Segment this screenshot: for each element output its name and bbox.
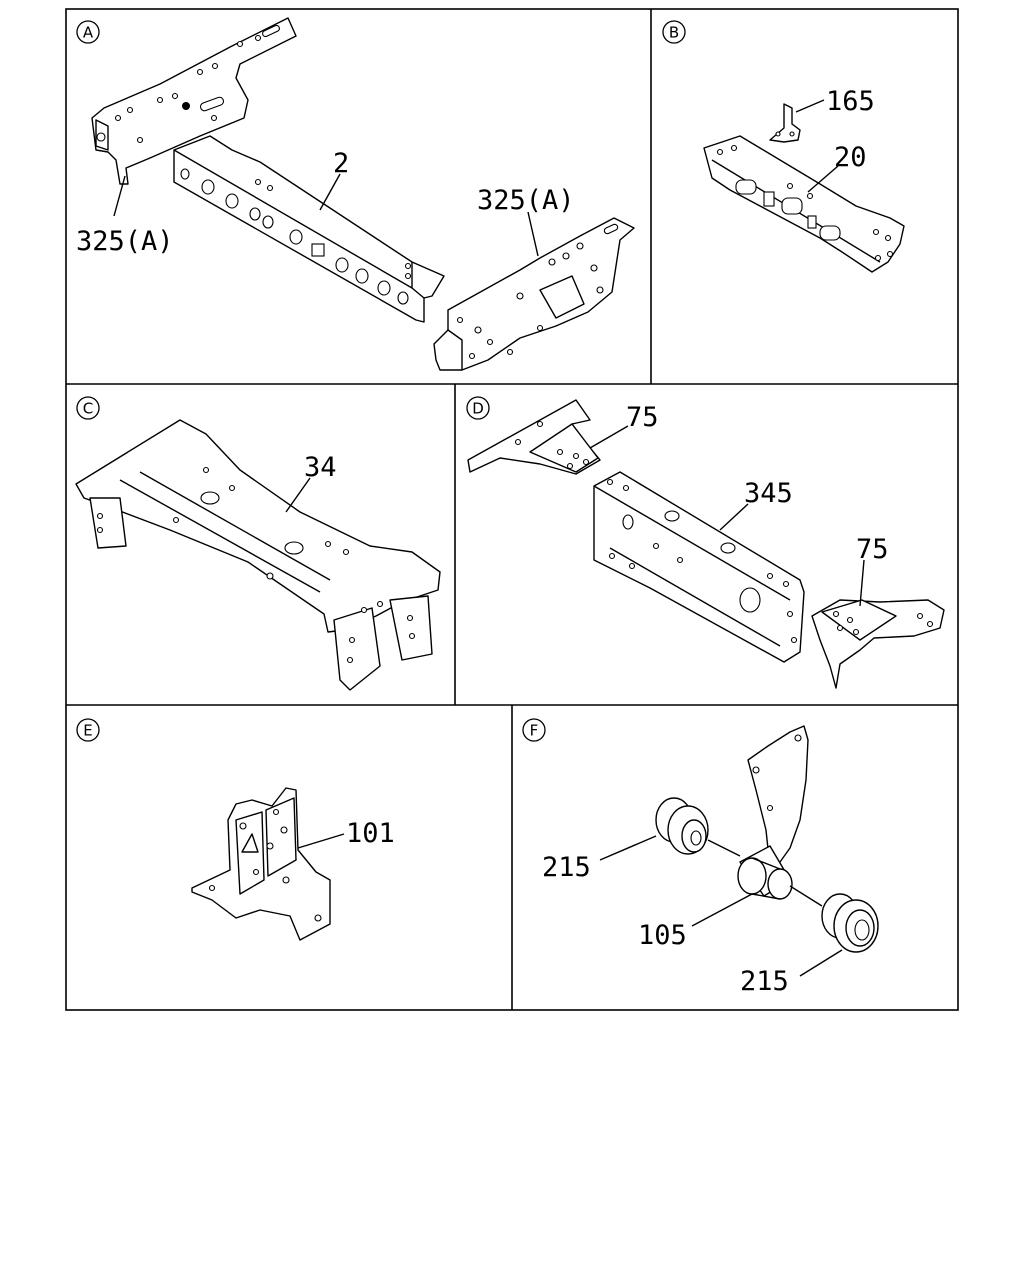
part-101-bracket [191, 787, 331, 941]
leader-325a-right [527, 211, 539, 257]
panel-e-letter: E [83, 722, 92, 740]
panel-b-letter: B [669, 24, 679, 42]
part-105-arm [737, 725, 809, 900]
label-215-lower: 215 [740, 966, 789, 997]
panel-b-marker: B [662, 20, 686, 44]
panel-f-letter: F [530, 722, 539, 740]
panel-d: D [466, 396, 945, 689]
label-325a-left: 325(A) [76, 226, 174, 257]
leader-75-upper [589, 425, 629, 449]
axis-upper [707, 839, 741, 857]
panel-c: C 34 [75, 396, 441, 691]
leader-325a-left [113, 175, 126, 217]
part-2-crossmember [173, 135, 445, 323]
leader-165 [795, 99, 825, 113]
panel-c-marker: C [76, 396, 100, 420]
label-325a-right: 325(A) [477, 185, 575, 216]
part-20-crossmember [703, 135, 905, 273]
panel-b: B 165 20 [662, 20, 905, 273]
leader-101 [297, 833, 345, 849]
panel-c-letter: C [83, 400, 93, 418]
panel-d-letter: D [472, 400, 484, 418]
label-20: 20 [834, 142, 867, 173]
leader-105 [691, 893, 753, 927]
axis-lower [789, 885, 823, 907]
panel-a-marker: A [76, 20, 100, 44]
part-165-bracket [769, 103, 801, 143]
label-2: 2 [333, 148, 349, 179]
label-165: 165 [826, 86, 875, 117]
label-345: 345 [744, 478, 793, 509]
part-75-lower-bracket [811, 599, 945, 689]
leader-345 [719, 503, 749, 531]
panel-f-marker: F [522, 718, 546, 742]
panel-d-marker: D [466, 396, 490, 420]
panel-a: A [76, 17, 635, 371]
part-325a-right-bracket [433, 217, 635, 371]
leader-215-upper [599, 835, 657, 861]
label-105: 105 [638, 920, 687, 951]
label-34: 34 [304, 452, 337, 483]
label-215-upper: 215 [542, 852, 591, 883]
part-75-upper-bracket [467, 399, 601, 475]
label-75-lower: 75 [856, 534, 889, 565]
label-75-upper: 75 [626, 402, 659, 433]
part-325a-left-bracket [91, 17, 297, 185]
panel-grid [65, 8, 959, 1011]
leader-75-lower [859, 559, 865, 607]
panel-a-letter: A [83, 24, 94, 42]
label-101: 101 [346, 818, 395, 849]
leader-215-lower [799, 949, 843, 977]
leader-34 [285, 477, 311, 513]
leader-20 [807, 165, 839, 193]
part-215-upper-bushing [655, 797, 709, 855]
part-345-crossmember [593, 471, 805, 663]
part-34-crossmember [75, 419, 441, 691]
part-215-lower-bushing [821, 893, 879, 953]
leader-2 [319, 173, 341, 211]
panel-f: F 2 [522, 718, 879, 997]
panel-e-marker: E [76, 718, 100, 742]
panel-e: E 101 [76, 718, 395, 941]
